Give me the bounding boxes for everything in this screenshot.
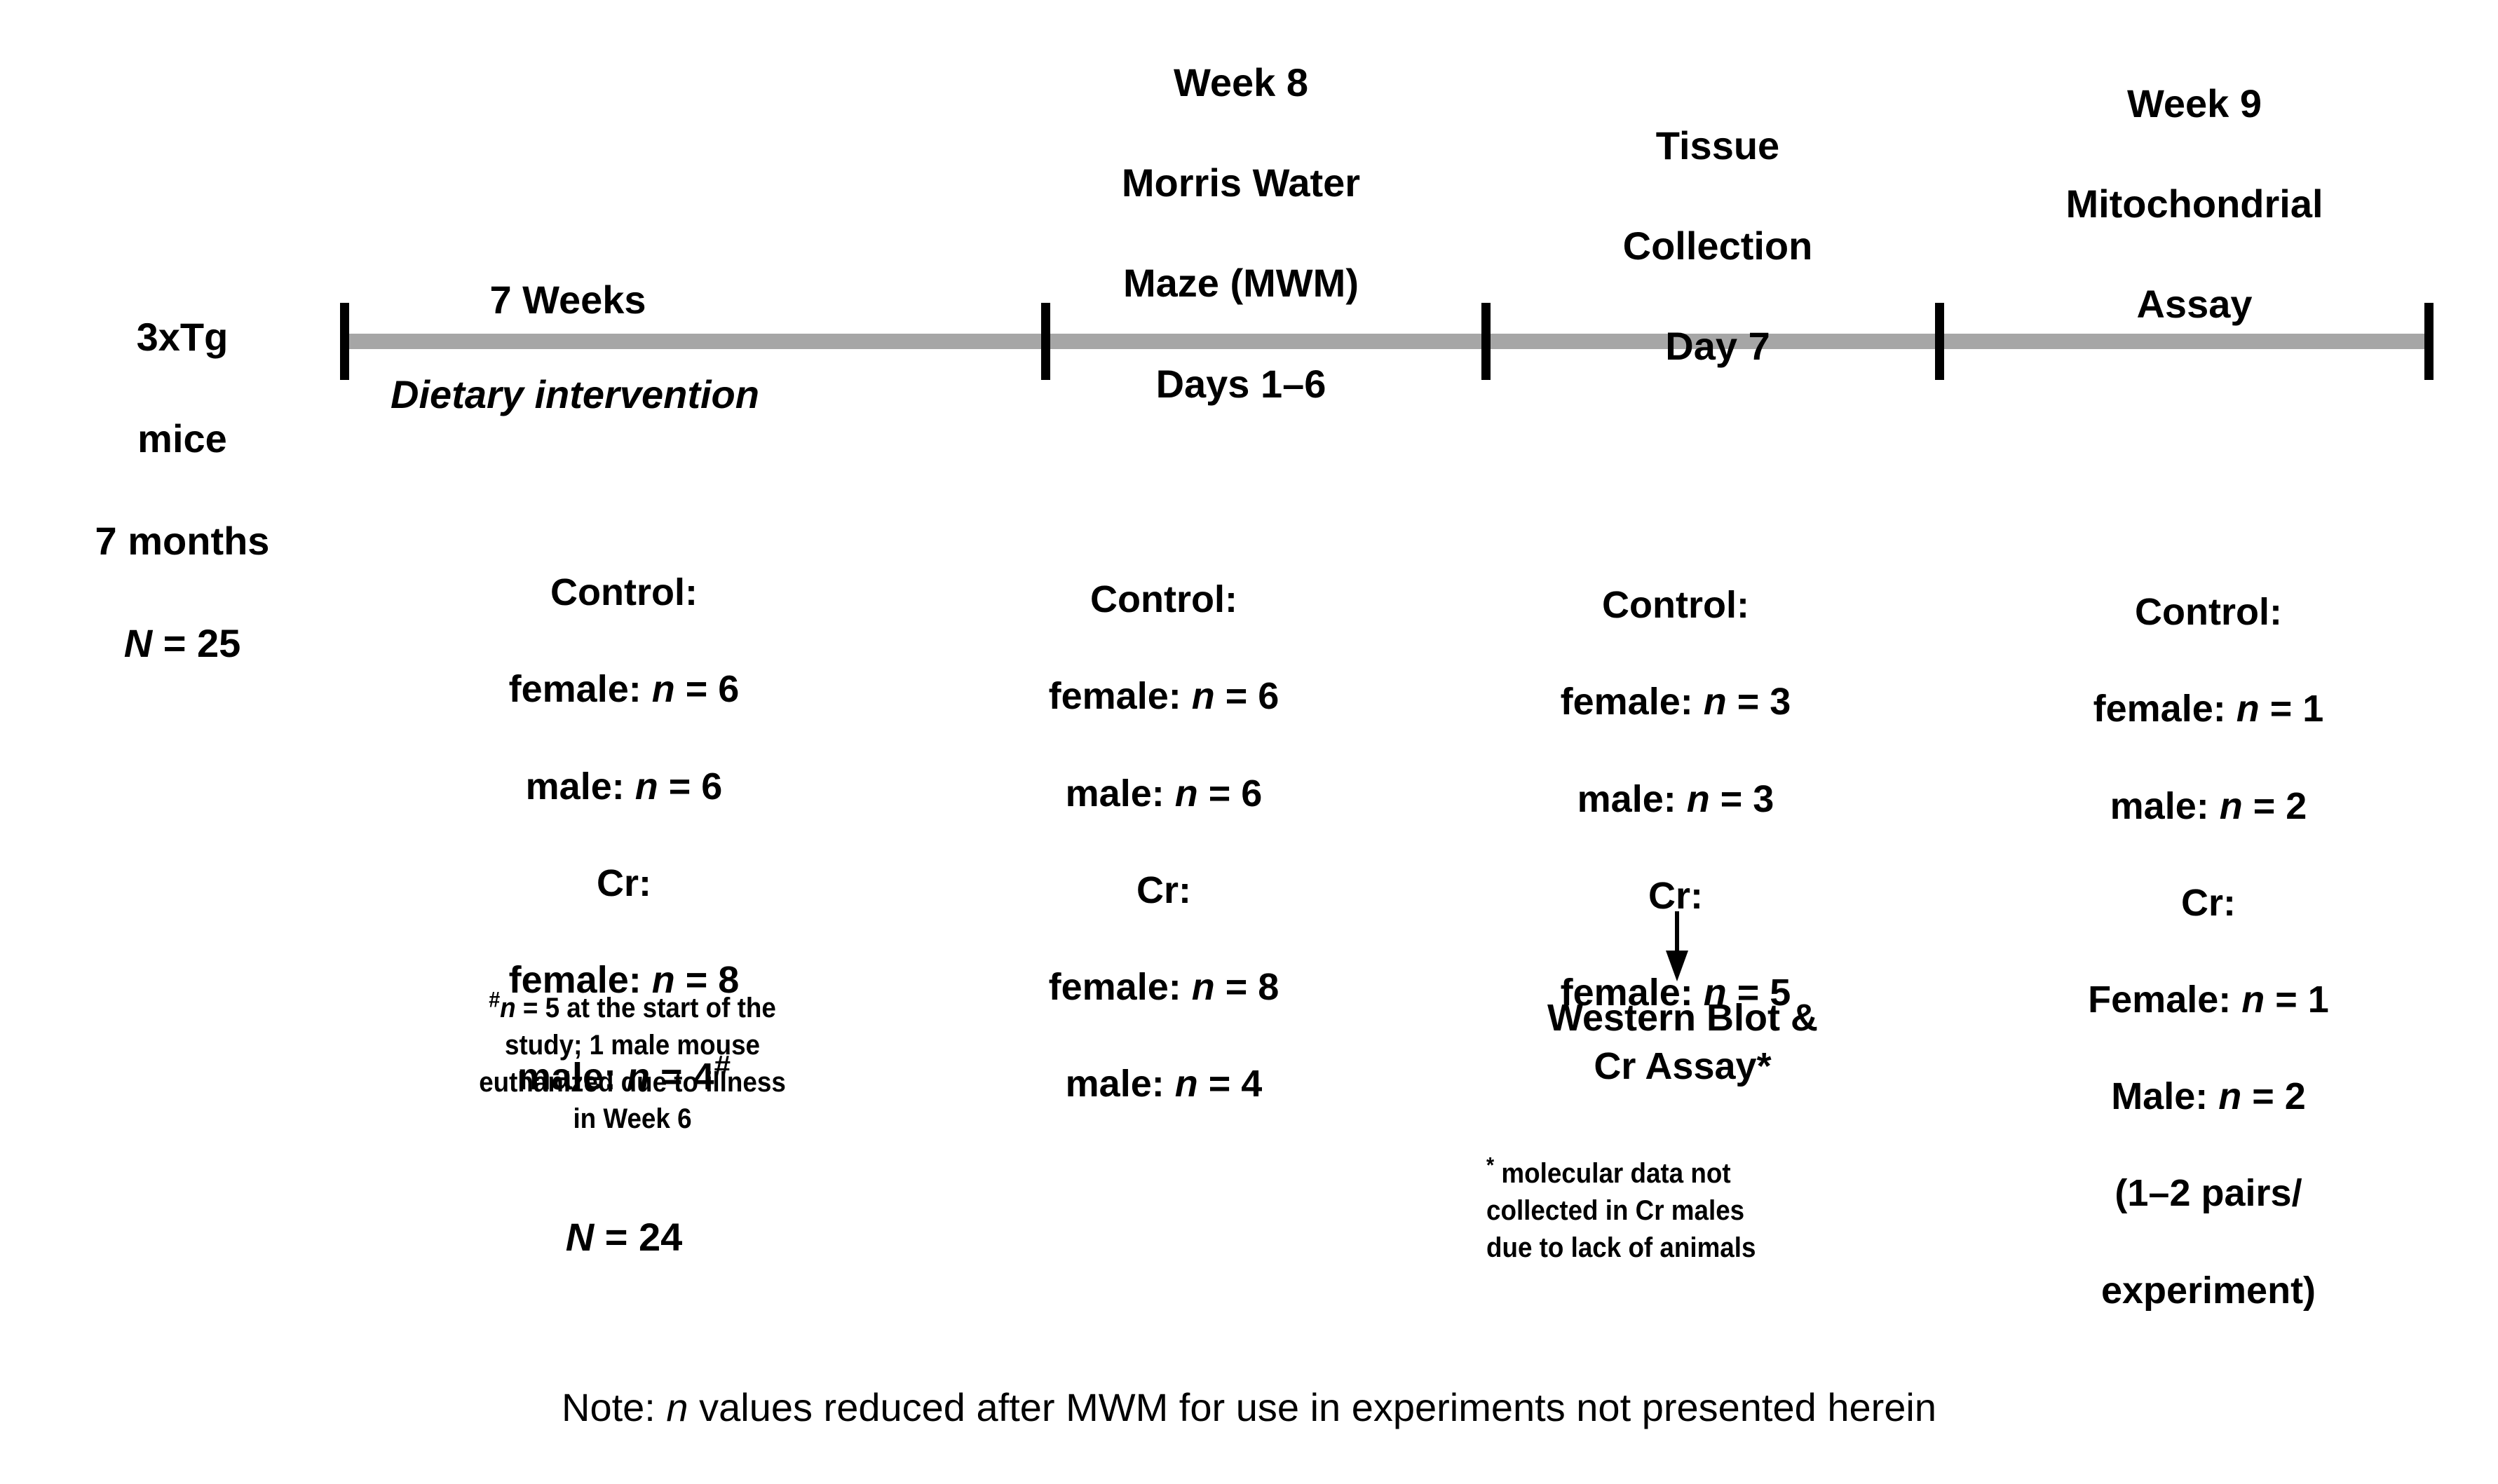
population-strain: 3xTg bbox=[136, 314, 229, 359]
heading-line: Week 9 bbox=[2127, 81, 2262, 125]
group-label-cr: Cr: bbox=[1648, 874, 1703, 917]
population-total-n: N = 25 bbox=[56, 618, 308, 669]
total-n-after-attrition: N = 24 bbox=[565, 1215, 683, 1259]
timeline-tick-3 bbox=[1481, 303, 1491, 380]
n-value: = 25 bbox=[152, 620, 241, 665]
footnote-line: euthanized due to illness bbox=[479, 1066, 786, 1098]
assay-line: Cr Assay* bbox=[1594, 1045, 1772, 1088]
pairs-note-line: (1–2 pairs/ bbox=[2115, 1172, 2302, 1215]
phase-heading-mwm: Week 8 Morris Water Maze (MWM) Days 1–6 bbox=[1017, 7, 1465, 459]
footnote-hash-text: #n = 5 at the start of the study; 1 male… bbox=[407, 987, 858, 1138]
group-label-control: Control: bbox=[550, 571, 698, 614]
count-cr-female: female: n = 5 bbox=[1560, 971, 1791, 1014]
heading-line: 7 Weeks bbox=[489, 277, 646, 322]
count-control-male: male: n = 3 bbox=[1577, 777, 1774, 820]
footnote-line: in Week 6 bbox=[573, 1103, 692, 1135]
count-cr-male: male: n = 4# bbox=[517, 1049, 731, 1098]
count-cr-female: female: n = 8 bbox=[508, 958, 740, 1001]
footnote-line: due to lack of animals bbox=[1486, 1232, 1756, 1263]
n-symbol-italic: N bbox=[123, 620, 153, 665]
footnote-line: * molecular data not bbox=[1486, 1152, 1731, 1189]
dietary-intervention-label: Dietary intervention bbox=[391, 372, 759, 416]
heading-line: Morris Water bbox=[1121, 161, 1361, 205]
footnote-marker: * bbox=[1486, 1152, 1495, 1178]
timeline-tick-1 bbox=[340, 303, 349, 380]
group-label-control: Control: bbox=[2135, 591, 2282, 634]
group-label-cr: Cr: bbox=[2181, 881, 2236, 924]
timeline-bar bbox=[340, 334, 2424, 349]
count-control-female: female: n = 3 bbox=[1560, 681, 1791, 723]
count-control-male: male: n = 6 bbox=[1065, 772, 1263, 815]
count-cr-male: male: n = 4 bbox=[1065, 1063, 1263, 1105]
footnote-star-text: * molecular data not collected in Cr mal… bbox=[1486, 1155, 1899, 1266]
footnote-marker: # bbox=[489, 987, 501, 1012]
timeline-tick-4 bbox=[1935, 303, 1944, 380]
group-label-cr: Cr: bbox=[597, 862, 651, 904]
timeline-tick-2 bbox=[1041, 303, 1050, 380]
timeline-tick-5 bbox=[2424, 303, 2433, 380]
phase-heading-dietary: 7 Weeks bbox=[344, 224, 792, 375]
group-label-control: Control: bbox=[1602, 584, 1749, 627]
heading-line: Days 1–6 bbox=[1155, 361, 1326, 406]
count-control-male: male: n = 6 bbox=[525, 765, 723, 808]
assay-line: Western Blot & bbox=[1547, 997, 1819, 1039]
downstream-assay-label: Western Blot & Cr Assay* bbox=[1458, 994, 1907, 1091]
count-control-female: female: n = 6 bbox=[1048, 675, 1279, 718]
figure-bottom-note: Note: n values reduced after MWM for use… bbox=[562, 1385, 1936, 1429]
count-control-male: male: n = 2 bbox=[2110, 784, 2307, 827]
heading-line: Assay bbox=[2136, 282, 2253, 327]
counts-block-dietary: Control: female: n = 6 male: n = 6 Cr: f… bbox=[414, 520, 834, 1150]
heading-line: Collection bbox=[1622, 224, 1813, 268]
group-label-cr: Cr: bbox=[1136, 869, 1191, 911]
heading-line: Tissue bbox=[1655, 123, 1780, 168]
footnote-marker-hash: # bbox=[714, 1049, 731, 1083]
heading-line: Week 8 bbox=[1174, 60, 1308, 104]
phase-heading-mito: Week 9 Mitochondrial Assay bbox=[1956, 28, 2433, 380]
footnote-line: collected in Cr males bbox=[1486, 1194, 1745, 1226]
count-cr-female: female: n = 8 bbox=[1048, 965, 1279, 1008]
count-control-female: female: n = 6 bbox=[508, 668, 740, 711]
count-control-female: female: n = 1 bbox=[2093, 688, 2324, 730]
group-label-control: Control: bbox=[1090, 578, 1237, 621]
heading-line: Mitochondrial bbox=[2065, 182, 2323, 226]
count-cr-female: Female: n = 1 bbox=[2088, 978, 2329, 1021]
count-cr-male: Male: n = 2 bbox=[2111, 1075, 2306, 1118]
footnote-line: study; 1 male mouse bbox=[504, 1029, 761, 1061]
footnote-line: #n = 5 at the start of the bbox=[489, 987, 776, 1023]
pairs-note-line: experiment) bbox=[2100, 1269, 2316, 1312]
heading-line: Maze (MWM) bbox=[1123, 261, 1359, 306]
study-population-block: 3xTg mice 7 months N = 25 bbox=[56, 261, 308, 720]
heading-line: Day 7 bbox=[1665, 324, 1770, 369]
counts-block-mwm: Control: female: n = 6 male: n = 6 Cr: f… bbox=[946, 527, 1381, 1157]
counts-block-tissue: Control: female: n = 3 male: n = 3 Cr: f… bbox=[1458, 533, 1893, 1066]
down-arrow-icon bbox=[1666, 911, 1688, 981]
counts-block-mito: Control: female: n = 1 male: n = 2 Cr: F… bbox=[1970, 540, 2447, 1363]
population-age: 7 months bbox=[95, 518, 270, 563]
footnote-marker-star: * bbox=[1756, 1045, 1772, 1088]
population-species: mice bbox=[137, 416, 227, 461]
phase-heading-tissue: Tissue Collection Day 7 bbox=[1507, 70, 1928, 422]
